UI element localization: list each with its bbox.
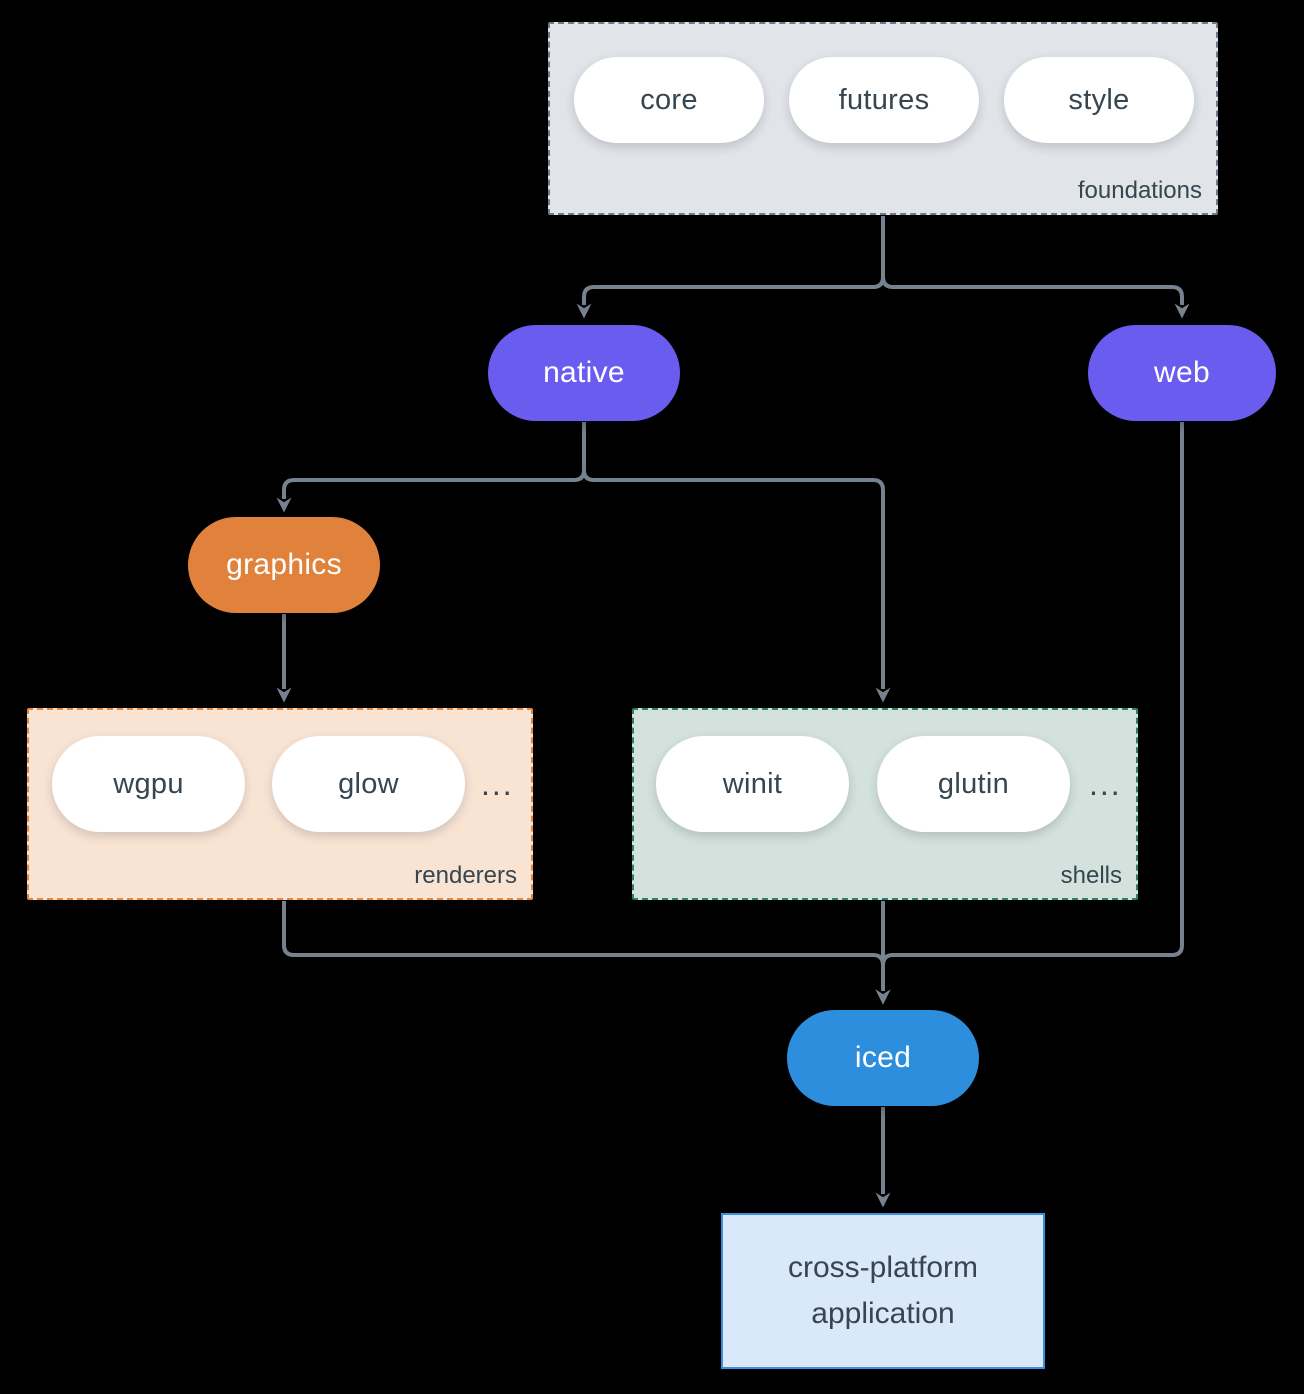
edge-web-iced: [875, 422, 1184, 1005]
node-graphics: graphics: [188, 517, 380, 613]
application-label: cross-platform application: [787, 1250, 979, 1331]
edge-native-graphics: [276, 422, 586, 513]
renderers-ellipsis: ...: [481, 765, 514, 802]
node-glow: glow: [272, 736, 465, 832]
node-winit: winit: [656, 736, 849, 832]
edge-foundations-native: [576, 216, 885, 319]
node-application: cross-platform application: [721, 1213, 1045, 1369]
node-style: style: [1004, 57, 1194, 143]
group-foundations-label: foundations: [1077, 177, 1202, 204]
shells-ellipsis: ...: [1089, 765, 1122, 802]
edge-foundations-web: [881, 216, 1190, 319]
group-shells-label: shells: [1060, 862, 1122, 889]
node-core: core: [574, 57, 764, 143]
node-native: native: [488, 325, 680, 421]
node-glutin: glutin: [877, 736, 1070, 832]
edge-renderers-iced: [282, 901, 891, 1005]
node-futures: futures: [789, 57, 979, 143]
node-iced: iced: [787, 1010, 979, 1106]
group-renderers: wgpu glow ... renderers: [27, 708, 533, 900]
group-renderers-label: renderers: [414, 862, 517, 889]
node-web: web: [1088, 325, 1276, 421]
edge-native-shells: [582, 422, 891, 703]
group-foundations: core futures style foundations: [548, 22, 1218, 215]
group-shells: winit glutin ... shells: [632, 708, 1138, 900]
node-wgpu: wgpu: [52, 736, 245, 832]
